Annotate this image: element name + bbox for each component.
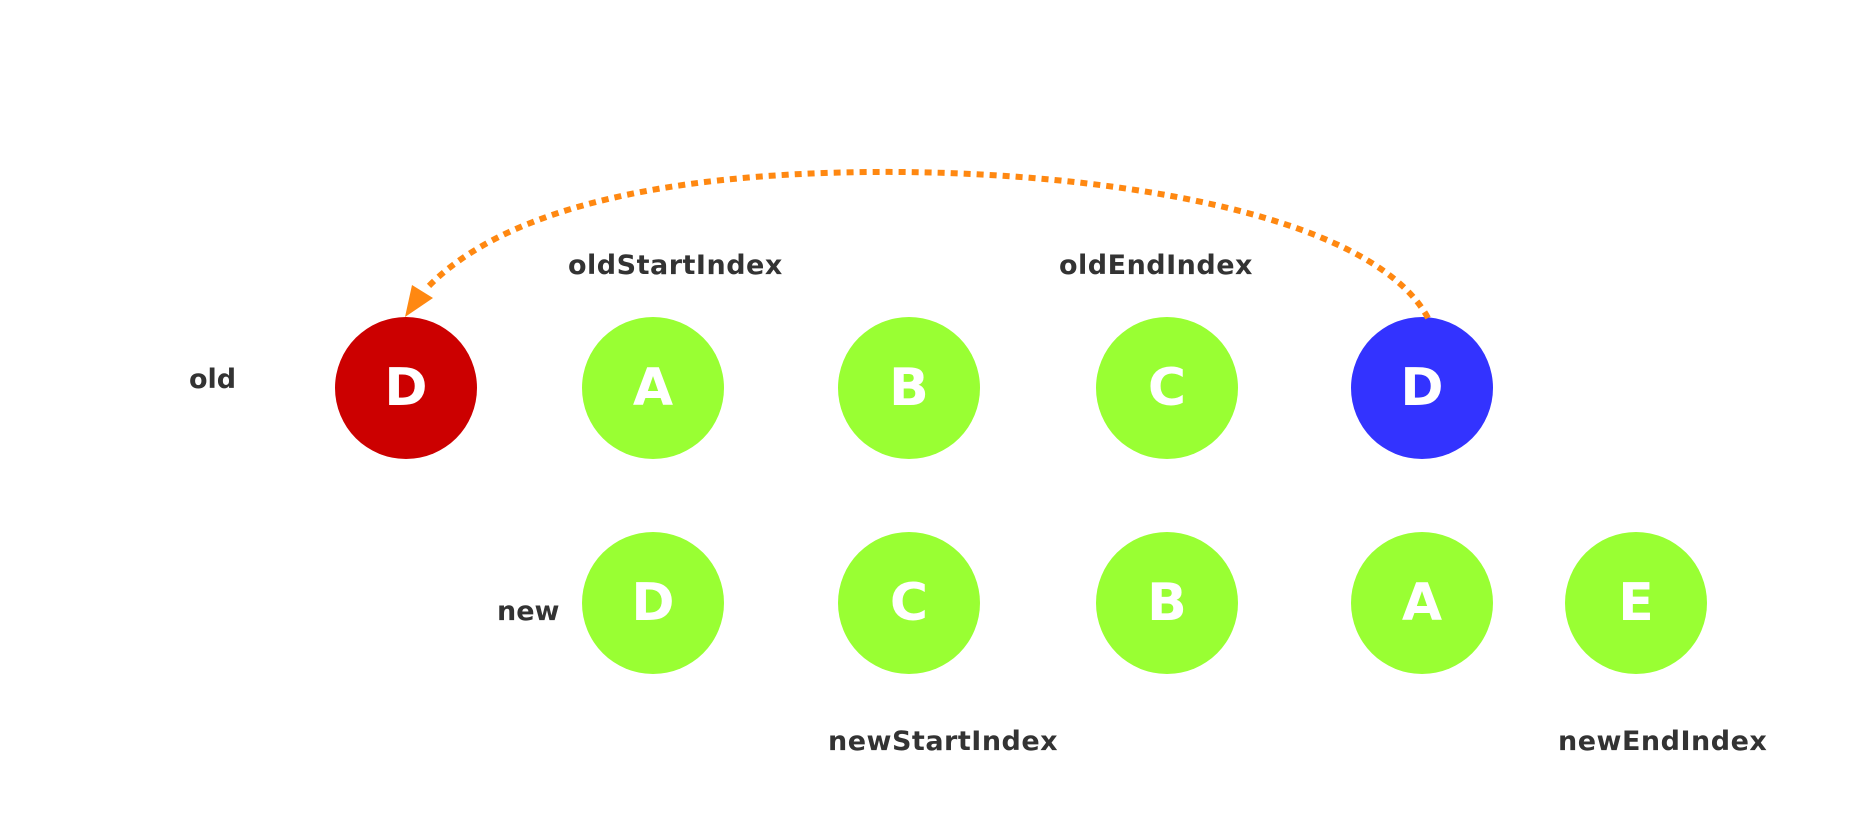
old-node-5: D xyxy=(1351,317,1493,459)
move-arrow-head xyxy=(405,285,433,317)
old-start-index-label: oldStartIndex xyxy=(568,250,783,281)
old-node-2: A xyxy=(582,317,724,459)
old-node-3: B xyxy=(838,317,980,459)
new-node-3: B xyxy=(1096,532,1238,674)
old-node-1: D xyxy=(335,317,477,459)
new-end-index-label: newEndIndex xyxy=(1558,726,1768,757)
old-node-4: C xyxy=(1096,317,1238,459)
new-row-label: new xyxy=(497,596,560,627)
new-node-2: C xyxy=(838,532,980,674)
new-start-index-label: newStartIndex xyxy=(828,726,1059,757)
move-arrow-path xyxy=(422,168,1431,320)
old-row-label: old xyxy=(189,364,237,395)
new-node-4: A xyxy=(1351,532,1493,674)
old-end-index-label: oldEndIndex xyxy=(1059,250,1253,281)
new-node-1: D xyxy=(582,532,724,674)
new-node-5: E xyxy=(1565,532,1707,674)
